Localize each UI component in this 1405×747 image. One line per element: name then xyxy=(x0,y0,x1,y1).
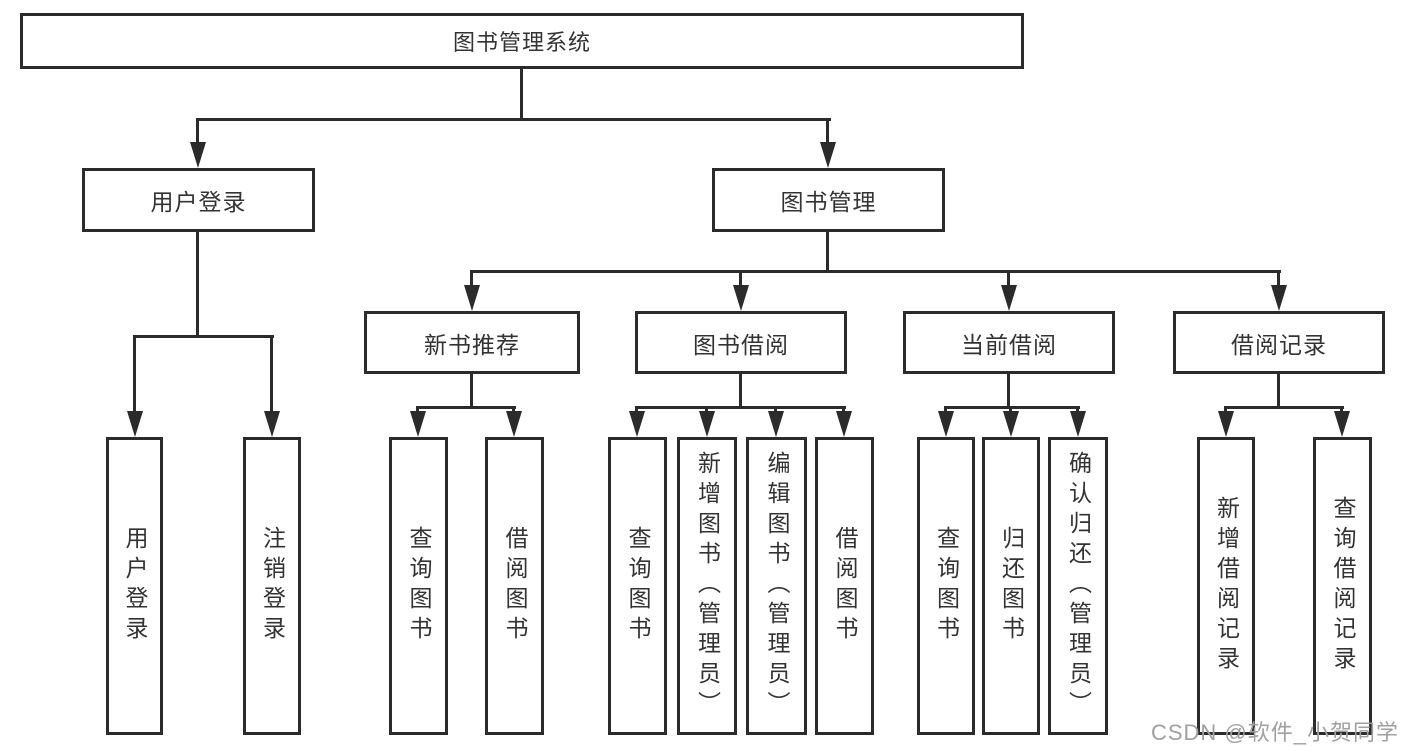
node-book-borrow: 图书借阅 xyxy=(635,311,847,374)
node-book-management: 图书管理 xyxy=(712,168,945,232)
connector-line xyxy=(512,406,515,414)
down-arrowhead-icon xyxy=(768,411,784,437)
node-label: 借阅图书 xyxy=(832,526,858,646)
connector-line xyxy=(705,406,708,414)
connector-line xyxy=(1224,406,1344,409)
leaf-borrow-book-recommend: 借阅图书 xyxy=(485,437,544,735)
down-arrowhead-icon xyxy=(1070,411,1086,437)
leaf-confirm-return-admin: 确认归还（管理员） xyxy=(1048,437,1108,735)
down-arrowhead-icon xyxy=(264,411,280,437)
connector-line xyxy=(470,270,1281,273)
connector-line xyxy=(842,406,845,414)
node-label: 确认归还（管理员） xyxy=(1065,451,1092,721)
connector-line xyxy=(416,406,419,414)
connector-line xyxy=(944,406,947,414)
node-label: 查询图书 xyxy=(406,526,432,646)
connector-line xyxy=(1009,406,1012,414)
connector-line xyxy=(1340,406,1343,414)
down-arrowhead-icon xyxy=(938,411,954,437)
leaf-return-book: 归还图书 xyxy=(982,437,1040,735)
connector-line xyxy=(635,406,846,409)
connector-line xyxy=(196,118,199,145)
leaf-user-login: 用户登录 xyxy=(106,437,163,735)
connector-line xyxy=(133,335,274,338)
down-arrowhead-icon xyxy=(1218,411,1234,437)
node-label: 用户登录 xyxy=(122,526,148,646)
connector-line xyxy=(739,270,742,288)
node-label: 查询图书 xyxy=(933,526,960,646)
connector-line xyxy=(1224,406,1227,414)
node-borrow-record: 借阅记录 xyxy=(1173,311,1385,374)
connector-line xyxy=(270,335,273,415)
node-label: 借阅图书 xyxy=(502,526,528,646)
down-arrowhead-icon xyxy=(1334,411,1350,437)
leaf-query-book-current: 查询图书 xyxy=(917,437,975,735)
root-node-library-system: 图书管理系统 xyxy=(20,13,1024,69)
connector-line xyxy=(1076,406,1079,414)
node-label: 查询借阅记录 xyxy=(1330,496,1356,676)
leaf-borrow-book: 借阅图书 xyxy=(815,437,874,735)
down-arrowhead-icon xyxy=(820,142,836,168)
node-label: 新增图书（管理员） xyxy=(694,451,721,721)
down-arrowhead-icon xyxy=(1003,411,1019,437)
leaf-query-borrow-record: 查询借阅记录 xyxy=(1313,437,1372,735)
node-label: 归还图书 xyxy=(998,526,1025,646)
leaf-add-book-admin: 新增图书（管理员） xyxy=(677,437,737,735)
leaf-query-book-borrow: 查询图书 xyxy=(608,437,667,735)
connector-line xyxy=(470,374,473,409)
down-arrowhead-icon xyxy=(1271,285,1287,311)
down-arrowhead-icon xyxy=(1001,285,1017,311)
watermark: CSDN @软件_小贺同学 xyxy=(1150,720,1399,745)
node-label: 新增借阅记录 xyxy=(1213,496,1240,676)
connector-line xyxy=(133,335,136,415)
connector-line xyxy=(196,232,199,338)
leaf-edit-book-admin: 编辑图书（管理员） xyxy=(746,437,807,735)
node-label: 注销登录 xyxy=(259,526,286,646)
down-arrowhead-icon xyxy=(190,142,206,168)
down-arrowhead-icon xyxy=(836,411,852,437)
connector-line xyxy=(635,406,638,414)
connector-line xyxy=(1007,374,1010,409)
node-label: 查询图书 xyxy=(625,526,651,646)
down-arrowhead-icon xyxy=(410,411,426,437)
node-label: 编辑图书（管理员） xyxy=(764,451,790,721)
node-current-borrow: 当前借阅 xyxy=(903,311,1115,374)
down-arrowhead-icon xyxy=(699,411,715,437)
node-new-book-recommend: 新书推荐 xyxy=(364,311,580,374)
connector-line xyxy=(1277,270,1280,288)
leaf-query-book-recommend: 查询图书 xyxy=(389,437,448,735)
leaf-logout-login: 注销登录 xyxy=(243,437,301,735)
down-arrowhead-icon xyxy=(506,411,522,437)
down-arrowhead-icon xyxy=(629,411,645,437)
connector-line xyxy=(520,69,523,121)
down-arrowhead-icon xyxy=(733,285,749,311)
node-user-login: 用户登录 xyxy=(82,168,315,232)
connector-line xyxy=(739,374,742,409)
leaf-add-borrow-record: 新增借阅记录 xyxy=(1197,437,1255,735)
connector-line xyxy=(826,118,829,145)
connector-line xyxy=(416,406,516,409)
down-arrowhead-icon xyxy=(464,285,480,311)
connector-line xyxy=(826,232,829,273)
connector-line xyxy=(1277,374,1280,409)
connector-line xyxy=(196,118,831,121)
connector-line xyxy=(470,270,473,288)
connector-line xyxy=(774,406,777,414)
connector-line xyxy=(944,406,1080,409)
down-arrowhead-icon xyxy=(127,411,143,437)
connector-line xyxy=(1007,270,1010,288)
